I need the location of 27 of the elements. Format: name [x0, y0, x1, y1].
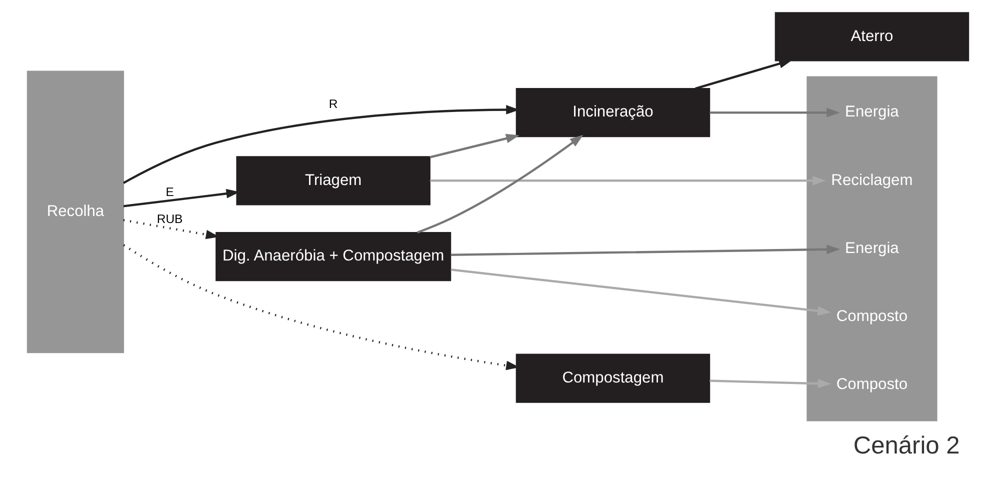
- arrow: [694, 59, 792, 90]
- node-text: Reciclagem: [830, 172, 912, 189]
- arrow: [122, 105, 520, 184]
- node-text: Energia: [844, 240, 898, 257]
- node-box: Incineração: [515, 88, 710, 138]
- node-text: Energia: [844, 104, 898, 121]
- arrow: [430, 176, 826, 186]
- node-text: Composto: [836, 308, 908, 325]
- arrow: [416, 134, 583, 234]
- node-box: Recolha: [26, 70, 124, 354]
- edge-label: RUB: [156, 212, 182, 226]
- node-box: Triagem: [236, 156, 430, 206]
- arrow: [450, 268, 831, 316]
- node-box: Dig. Anaeróbia + Compostagem: [215, 232, 451, 282]
- edge-label: E: [165, 185, 174, 200]
- node-box: Compostagem: [515, 354, 710, 403]
- arrow: [122, 219, 219, 240]
- arrow: [450, 244, 840, 256]
- node-text: Composto: [836, 376, 908, 394]
- arrow: [709, 108, 840, 118]
- node-box: Aterro: [774, 12, 969, 62]
- caption: Cenário 2: [852, 432, 960, 460]
- arrow: [122, 188, 240, 208]
- arrow: [429, 134, 519, 158]
- arrow: [709, 378, 831, 388]
- edge-label: R: [328, 96, 338, 111]
- cluster: [806, 76, 937, 422]
